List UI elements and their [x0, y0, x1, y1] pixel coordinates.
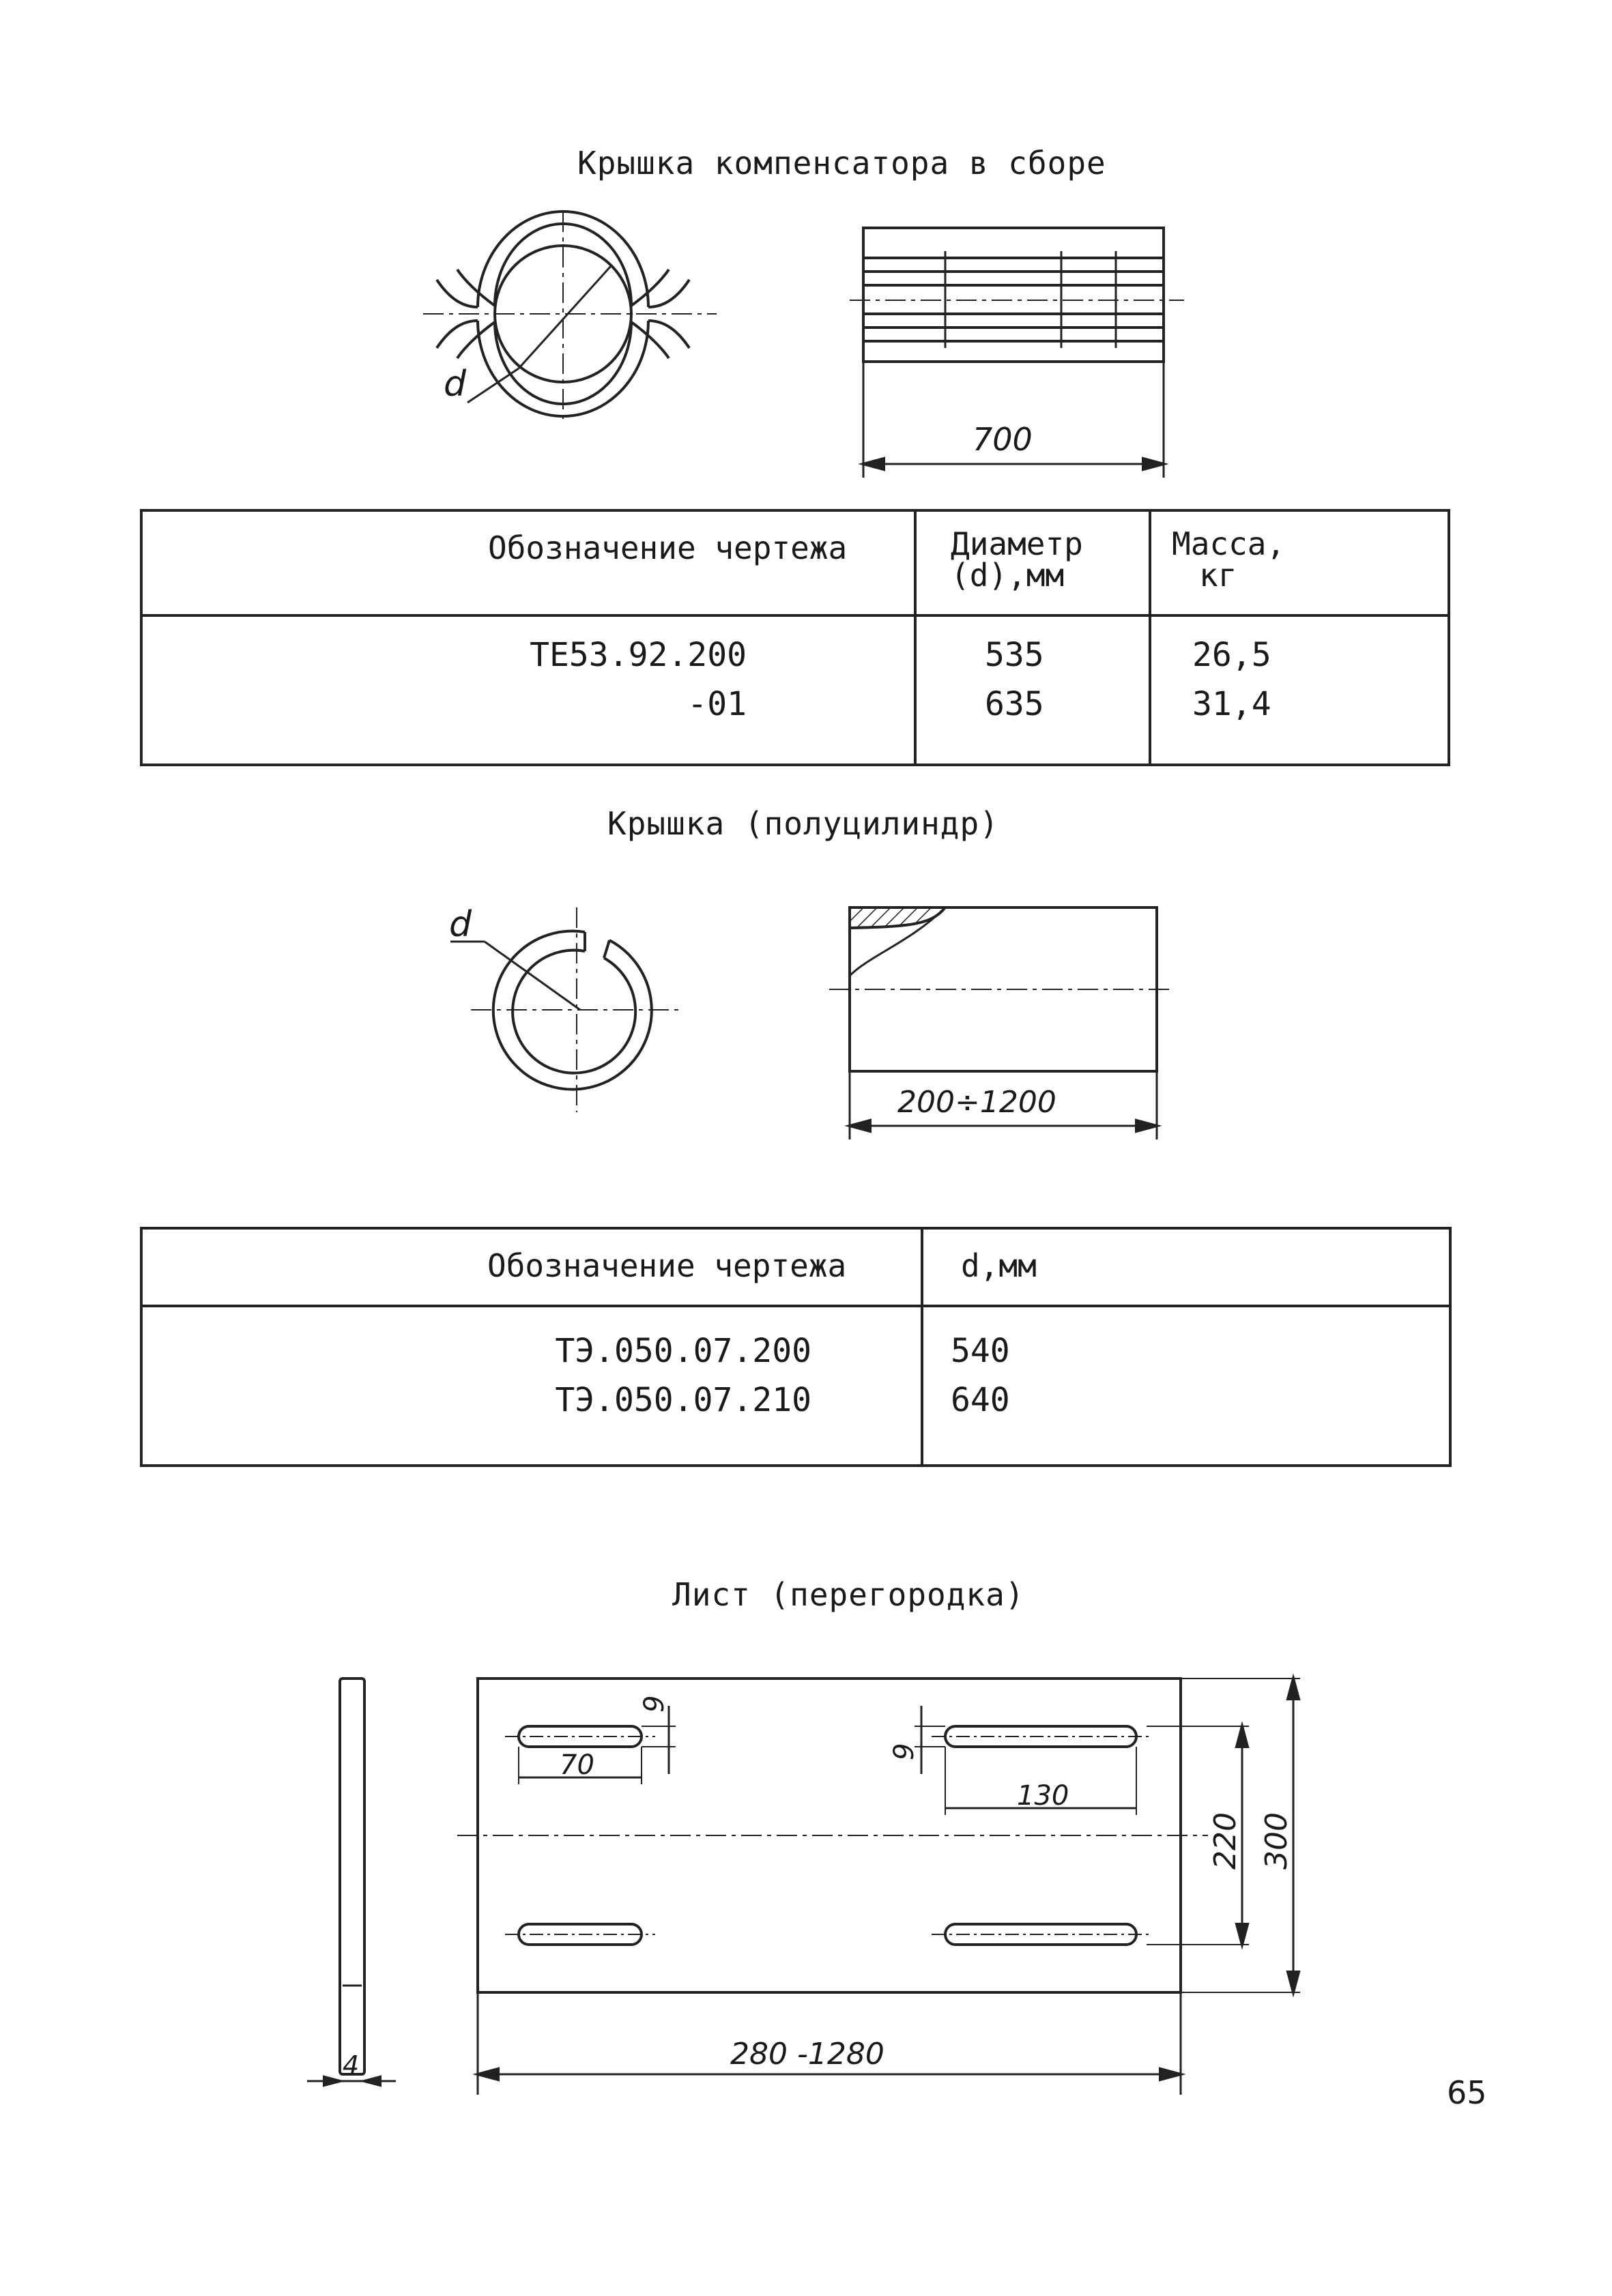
compensator-cover-front-view: d: [423, 210, 717, 423]
header-d: d,мм: [921, 1228, 1452, 1307]
section2-d-label: d: [449, 904, 472, 945]
partition-sheet-edge-view: 4: [307, 1677, 396, 2087]
page-number: 65: [1447, 2074, 1487, 2111]
designation-cell: ТЭ.050.07.200 ТЭ.050.07.210: [140, 1306, 923, 1466]
slot-width-right-dim: 9: [889, 1743, 920, 1760]
section2-length-dim: 200÷1200: [897, 1085, 1056, 1120]
designation-cell: ТЕ53.92.200 -01: [140, 615, 917, 765]
table-body-row: ТЕ53.92.200 -01 535 635 26,5 31,4: [140, 615, 1450, 765]
thickness-dim: 4: [343, 2050, 359, 2080]
table-row: ТЕ53.92.200: [530, 636, 747, 674]
slot-width-left-dim: 9: [639, 1696, 670, 1713]
header-mass: Масса, кг: [1149, 510, 1450, 617]
section2-title: Крышка (полуцилиндр): [607, 805, 999, 842]
compensator-cover-side-view: 700: [850, 227, 1184, 478]
half-cylinder-cover-side-view: 200÷1200: [829, 906, 1174, 1139]
section2-spec-table: Обозначение чертежа d,мм ТЭ.050.07.200 Т…: [140, 1227, 1452, 1467]
diameter-cell: 535 635: [914, 615, 1151, 765]
header-designation: Обозначение чертежа: [140, 1228, 923, 1307]
header-designation: Обозначение чертежа: [140, 510, 917, 617]
table-row: -01: [687, 685, 747, 723]
slot-length-right-dim: 130: [1017, 1780, 1069, 1812]
table-header-row: Обозначение чертежа Диаметр (d),мм Масса…: [140, 510, 1450, 617]
slot-spacing-dim: 220: [1208, 1812, 1243, 1870]
section3-title: Лист (перегородка): [672, 1576, 1025, 1613]
d-cell: 540 640: [921, 1306, 1452, 1466]
table-header-row: Обозначение чертежа d,мм: [140, 1228, 1452, 1307]
section1-length-dim: 700: [973, 421, 1033, 458]
header-diameter: Диаметр (d),мм: [914, 510, 1151, 617]
partition-sheet-plan-view: 70 130 9 9 220 300 280 -1280: [457, 1673, 1301, 2095]
section1-d-label: d: [444, 364, 467, 405]
height-dim: 300: [1259, 1812, 1294, 1870]
mass-cell: 26,5 31,4: [1149, 615, 1450, 765]
half-cylinder-cover-front-view: d: [449, 904, 682, 1112]
slot-length-left-dim: 70: [560, 1749, 594, 1781]
table-body-row: ТЭ.050.07.200 ТЭ.050.07.210 540 640: [140, 1306, 1452, 1466]
table-row: ТЭ.050.07.210: [555, 1381, 811, 1419]
section1-spec-table: Обозначение чертежа Диаметр (d),мм Масса…: [140, 509, 1450, 766]
length-dim: 280 -1280: [730, 2037, 884, 2072]
section1-title: Крышка компенсатора в сборе: [577, 145, 1106, 181]
table-row: ТЭ.050.07.200: [555, 1332, 811, 1370]
